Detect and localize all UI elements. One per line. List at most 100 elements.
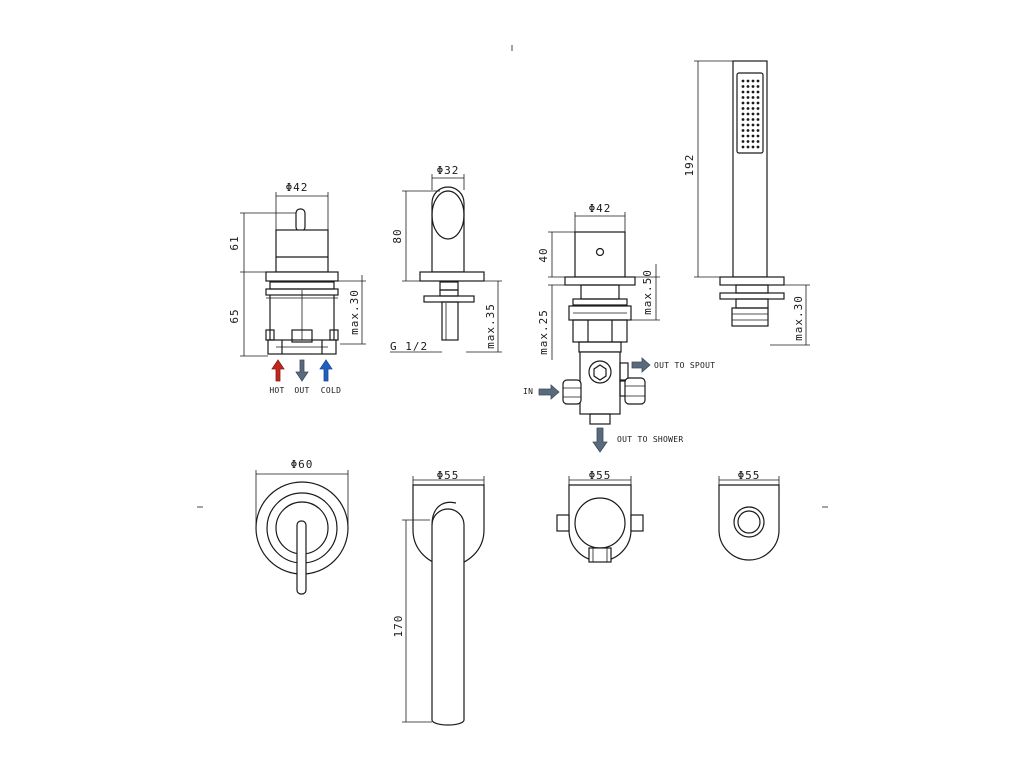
nozzle-dot bbox=[756, 96, 760, 99]
mixer-elevation bbox=[265, 208, 339, 355]
handshower-plan-diameter: Φ55 bbox=[738, 469, 761, 482]
handshower-dimensions bbox=[694, 60, 810, 346]
spout-length: 170 bbox=[392, 615, 405, 638]
nozzle-dot bbox=[751, 101, 755, 105]
nozzle-dot bbox=[741, 134, 745, 138]
nozzle-dot bbox=[741, 101, 745, 105]
spout-diameter-top: Φ32 bbox=[437, 164, 460, 177]
mixer-max-depth: max.30 bbox=[348, 289, 361, 335]
nozzle-dot bbox=[756, 85, 760, 88]
hot-arrow bbox=[271, 359, 285, 382]
spout-thread: G 1/2 bbox=[390, 340, 428, 353]
nozzle-dot bbox=[741, 112, 745, 116]
mixer-plan bbox=[255, 481, 349, 595]
handshower-height: 192 bbox=[683, 154, 696, 177]
nozzle-dot bbox=[741, 90, 745, 94]
spout-max-depth: max.35 bbox=[484, 303, 497, 349]
diverter-elevation bbox=[562, 231, 646, 425]
nozzle-dot bbox=[756, 118, 760, 121]
nozzle-dot bbox=[746, 79, 750, 83]
nozzle-dot bbox=[746, 140, 750, 143]
nozzle-dot bbox=[746, 118, 750, 121]
nozzle-dot bbox=[751, 145, 755, 149]
diverter-plan-dimension bbox=[568, 476, 632, 490]
out-to-shower-arrow bbox=[592, 427, 608, 453]
nozzle-dot bbox=[756, 140, 760, 143]
spout-plan bbox=[412, 484, 485, 726]
nozzle-dot bbox=[751, 79, 755, 83]
nozzle-dot bbox=[741, 145, 745, 149]
nozzle-dot bbox=[756, 112, 760, 116]
nozzle-dot bbox=[746, 112, 750, 116]
nozzle-dot bbox=[751, 134, 755, 138]
diverter-height: 40 bbox=[537, 247, 550, 262]
nozzle-dot bbox=[746, 85, 750, 88]
nozzle-dot bbox=[741, 140, 745, 143]
nozzle-dot bbox=[756, 145, 760, 149]
nozzle-dot bbox=[756, 79, 760, 83]
diverter-diameter-top: Φ42 bbox=[589, 202, 612, 215]
out-to-spout-arrow bbox=[631, 357, 651, 373]
in-label: IN bbox=[523, 387, 533, 396]
handshower-nozzles bbox=[741, 79, 760, 149]
nozzle-dot bbox=[741, 129, 745, 132]
out-arrow bbox=[295, 359, 309, 382]
nozzle-dot bbox=[751, 107, 755, 110]
nozzle-dot bbox=[751, 118, 755, 121]
diverter-plan-diameter: Φ55 bbox=[589, 469, 612, 482]
handshower-elevation bbox=[719, 60, 785, 327]
nozzle-dot bbox=[756, 101, 760, 105]
nozzle-dot bbox=[746, 134, 750, 138]
nozzle-dot bbox=[751, 123, 755, 127]
in-arrow bbox=[538, 384, 560, 400]
nozzle-dot bbox=[741, 96, 745, 99]
handshower-plan bbox=[718, 484, 780, 561]
nozzle-dot bbox=[741, 118, 745, 121]
hot-label: HOT bbox=[269, 386, 284, 395]
nozzle-dot bbox=[746, 90, 750, 94]
nozzle-dot bbox=[751, 112, 755, 116]
nozzle-dot bbox=[756, 90, 760, 94]
center-marks bbox=[197, 45, 828, 508]
spout-dimensions bbox=[390, 174, 502, 353]
diverter-dimensions bbox=[548, 212, 660, 360]
nozzle-dot bbox=[746, 129, 750, 132]
mixer-plan-dimension bbox=[255, 470, 349, 528]
spout-elevation bbox=[419, 186, 485, 341]
mixer-diameter-top: Φ42 bbox=[286, 181, 309, 194]
nozzle-dot bbox=[746, 123, 750, 127]
diverter-max-upper: max.50 bbox=[641, 269, 654, 315]
mixer-height-upper: 61 bbox=[228, 235, 241, 250]
out-to-spout-label: OUT TO SPOUT bbox=[654, 361, 715, 370]
diverter-max-lower: max.25 bbox=[537, 309, 550, 355]
nozzle-dot bbox=[751, 96, 755, 99]
nozzle-dot bbox=[741, 107, 745, 110]
nozzle-dot bbox=[751, 140, 755, 143]
nozzle-dot bbox=[751, 129, 755, 132]
nozzle-dot bbox=[756, 123, 760, 127]
nozzle-dot bbox=[756, 134, 760, 138]
nozzle-dot bbox=[756, 129, 760, 132]
cold-arrow bbox=[319, 359, 333, 382]
mixer-plan-diameter: Φ60 bbox=[291, 458, 314, 471]
spout-height: 80 bbox=[391, 228, 404, 243]
handshower-plan-dimension bbox=[718, 476, 780, 490]
cold-label: COLD bbox=[321, 386, 341, 395]
nozzle-dot bbox=[746, 107, 750, 110]
out-to-shower-label: OUT TO SHOWER bbox=[617, 435, 684, 444]
nozzle-dot bbox=[751, 90, 755, 94]
nozzle-dot bbox=[746, 101, 750, 105]
nozzle-dot bbox=[741, 85, 745, 88]
nozzle-dot bbox=[741, 123, 745, 127]
nozzle-dot bbox=[751, 85, 755, 88]
nozzle-dot bbox=[746, 145, 750, 149]
mixer-height-lower: 65 bbox=[228, 308, 241, 323]
spout-plan-diameter: Φ55 bbox=[437, 469, 460, 482]
nozzle-dot bbox=[756, 107, 760, 110]
nozzle-dot bbox=[741, 79, 745, 83]
handshower-max-depth: max.30 bbox=[792, 295, 805, 341]
spout-plan-dimensions bbox=[402, 476, 485, 723]
nozzle-dot bbox=[746, 96, 750, 99]
mixer-dimensions bbox=[240, 192, 366, 357]
